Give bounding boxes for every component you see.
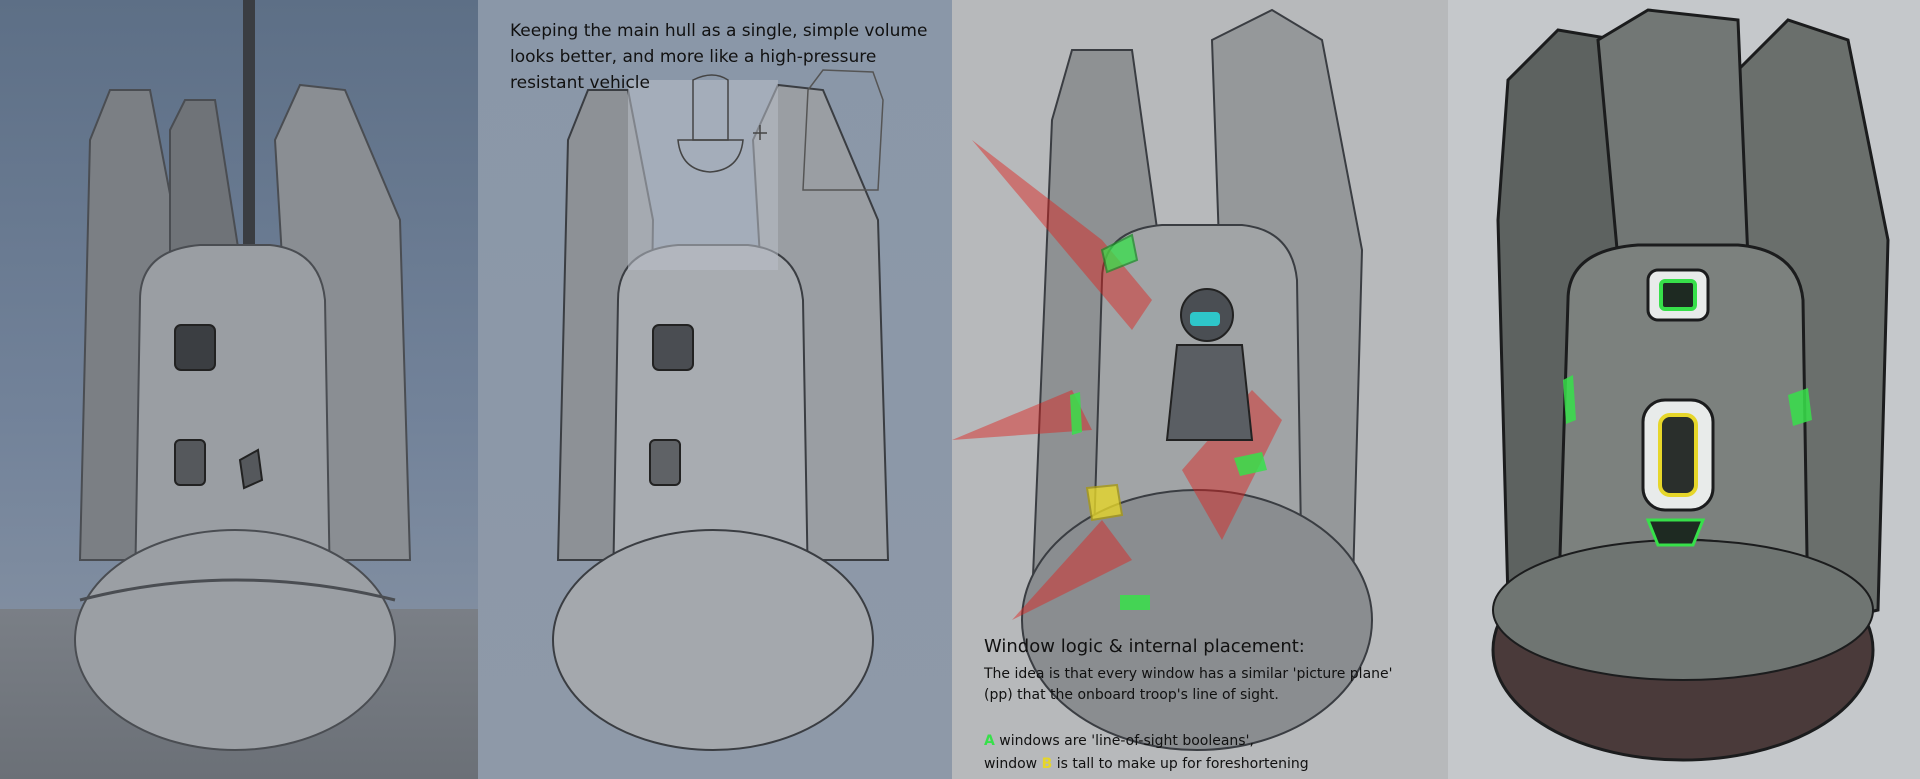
pod-sketch-illustration	[552, 69, 890, 751]
sketch-panel: Keeping the main hull as a single, simpl…	[478, 0, 952, 779]
window-logic-panel: Window logic & internal placement: The i…	[952, 0, 1448, 779]
window-logic-diagram	[952, 8, 1373, 751]
hull-design-note: Keeping the main hull as a single, simpl…	[510, 21, 928, 93]
window-b-prefix: window	[984, 756, 1042, 772]
window-logic-title: Window logic & internal placement:	[984, 636, 1305, 657]
window-a-text: windows are 'line-of-sight booleans',	[994, 733, 1254, 749]
pod-final-render	[1491, 8, 1890, 762]
pod-model-illustration	[74, 0, 412, 751]
window-b-text: is tall to make up for foreshortening	[1052, 756, 1309, 772]
window-a-note: A windows are 'line-of-sight booleans',	[984, 731, 1424, 752]
window-logic-body: The idea is that every window has a simi…	[984, 666, 1393, 703]
model-panel	[0, 0, 478, 779]
final-render-panel	[1448, 0, 1920, 779]
window-b-tag: B	[1041, 756, 1053, 772]
window-a-tag: A	[984, 733, 995, 749]
window-b-note: window B is tall to make up for foreshor…	[984, 754, 1424, 775]
